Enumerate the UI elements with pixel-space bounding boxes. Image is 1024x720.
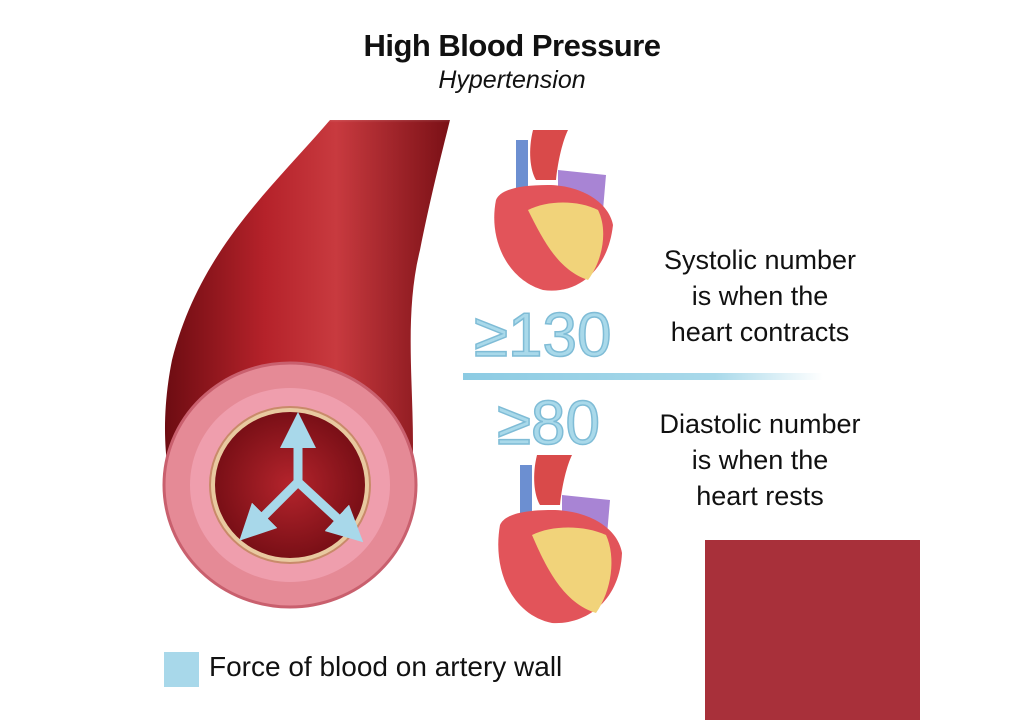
systolic-line: is when the — [691, 281, 829, 311]
fraction-divider — [463, 373, 823, 380]
systolic-line: Systolic number — [663, 245, 857, 275]
page-subtitle: Hypertension — [438, 66, 586, 94]
page-title: High Blood Pressure — [363, 28, 661, 63]
legend-label: Force of blood on artery wall — [209, 651, 563, 682]
diastolic-threshold: ≥80 — [496, 388, 601, 459]
systolic-line: heart contracts — [670, 317, 850, 347]
diastolic-line: is when the — [691, 445, 829, 475]
diastolic-line: Diastolic number — [659, 409, 861, 439]
diastolic-line: heart rests — [696, 481, 824, 511]
systolic-description: Systolic number is when the heart contra… — [640, 242, 880, 350]
heart-resting-icon — [498, 455, 622, 624]
legend-swatch — [164, 652, 199, 687]
force-arrows-icon — [239, 412, 364, 543]
diastolic-description: Diastolic number is when the heart rests — [640, 406, 880, 514]
red-color-block — [705, 540, 920, 720]
systolic-threshold: ≥130 — [473, 300, 612, 371]
heart-contracting-icon — [494, 130, 613, 291]
